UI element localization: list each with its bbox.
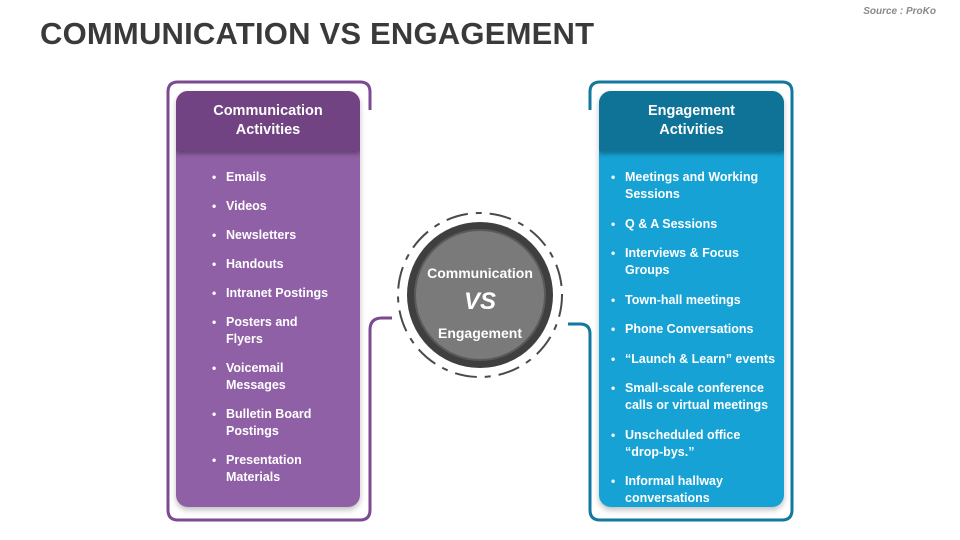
bullet-icon: • xyxy=(611,381,616,395)
center-label: Communication VS Engagement xyxy=(405,233,555,373)
list-item: •Informal hallway conversations xyxy=(611,474,723,505)
bullet-icon: • xyxy=(212,199,217,213)
list-item: •Newsletters xyxy=(212,228,297,242)
bullet-icon: • xyxy=(611,474,616,488)
list-item: •Videos xyxy=(212,199,267,213)
bullet-icon: • xyxy=(611,292,616,307)
list-item: •Handouts xyxy=(212,257,284,271)
list-item: •Presentation Materials xyxy=(212,453,302,484)
bullet-icon: • xyxy=(212,315,217,329)
bullet-icon: • xyxy=(611,427,616,442)
list-item: •Interviews & Focus Groups xyxy=(611,246,739,277)
communication-panel: Communication Activities •Emails •Videos… xyxy=(176,91,360,507)
list-item: •Meetings and Working Sessions xyxy=(611,170,759,201)
bullet-icon: • xyxy=(611,170,616,184)
bullet-icon: • xyxy=(212,228,217,242)
inner-circle xyxy=(414,229,546,361)
bullet-icon: • xyxy=(212,361,217,375)
list-item: •Q & A Sessions xyxy=(611,216,718,231)
page-title: COMMUNICATION VS ENGAGEMENT xyxy=(40,16,595,51)
engagement-panel: Engagement Activities •Meetings and Work… xyxy=(599,91,784,507)
list-item: •Posters and Flyers xyxy=(212,315,298,346)
engagement-list: •Meetings and Working Sessions •Q & A Se… xyxy=(611,169,779,507)
center-top-text: Communication xyxy=(427,265,533,281)
bullet-icon: • xyxy=(212,286,217,300)
list-item: •Town-hall meetings xyxy=(611,292,741,307)
communication-heading: Communication Activities xyxy=(176,91,360,151)
list-item: •Small-scale conference calls or virtual… xyxy=(611,381,769,412)
bullet-icon: • xyxy=(611,322,616,336)
communication-list: •Emails •Videos •Newsletters •Handouts •… xyxy=(212,169,352,498)
list-item: •Bulletin Board Postings xyxy=(212,407,312,438)
list-item: •Phone Conversations xyxy=(611,322,754,336)
list-item: •Intranet Postings xyxy=(212,286,329,300)
bullet-icon: • xyxy=(611,246,616,260)
center-emblem xyxy=(397,212,563,378)
bullet-icon: • xyxy=(212,170,217,184)
engagement-heading: Engagement Activities xyxy=(599,91,784,151)
dashed-ring xyxy=(397,212,563,378)
list-item: •Voicemail Messages xyxy=(212,361,286,392)
bullet-icon: • xyxy=(212,257,217,271)
bullet-icon: • xyxy=(212,407,217,421)
bullet-icon: • xyxy=(212,453,217,467)
bullet-icon: • xyxy=(611,216,616,231)
list-item: •“Launch & Learn” events xyxy=(611,351,776,366)
bullet-icon: • xyxy=(611,351,616,366)
list-item: •Unscheduled office “drop-bys.” xyxy=(611,427,741,459)
center-bottom-text: Engagement xyxy=(437,325,522,341)
list-item: •Emails xyxy=(212,170,267,184)
center-vs-text: VS xyxy=(463,288,496,315)
source-caption: Source : ProKo xyxy=(863,6,936,17)
